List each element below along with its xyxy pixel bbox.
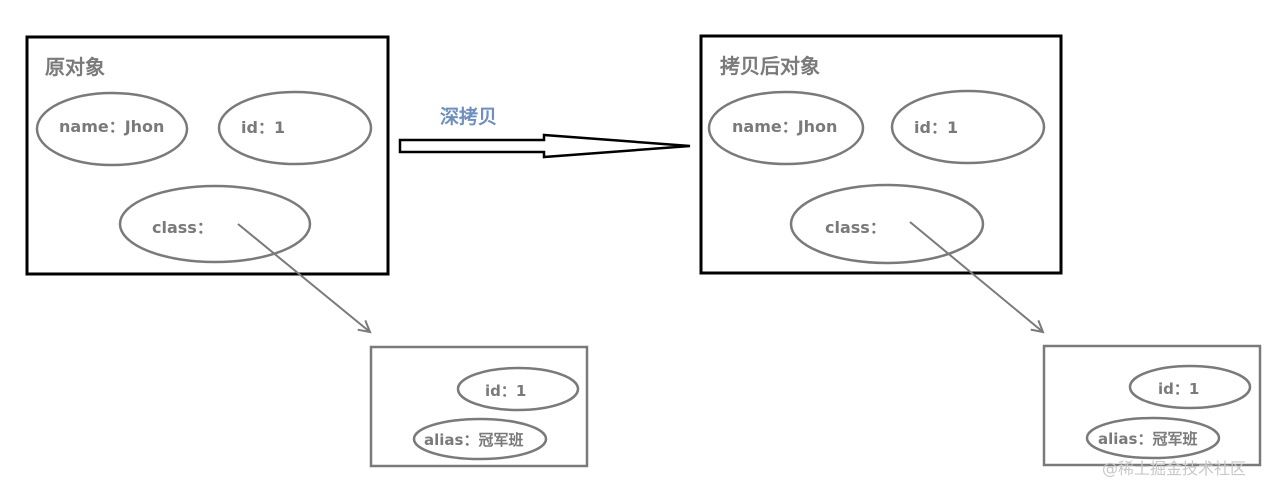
- original-object-box: 原对象 name：Jhon id：1 class：: [25, 35, 390, 276]
- deep-copy-arrow-icon: [398, 133, 691, 159]
- deep-copy-label: 深拷贝: [440, 105, 497, 128]
- original-class-id-field: id：1: [456, 366, 580, 412]
- copied-class-reference-arrow: [909, 221, 1043, 332]
- copied-class-label: class：: [825, 218, 886, 237]
- copied-name-label: name：Jhon: [732, 117, 837, 136]
- copied-class-object-box: id：1 alias：冠军班: [1042, 344, 1262, 467]
- original-class-id-label: id：1: [485, 382, 526, 400]
- original-class-object-box: id：1 alias：冠军班: [369, 345, 589, 468]
- copied-id-field: id：1: [890, 89, 1046, 165]
- copied-class-alias-label: alias：冠军班: [1098, 430, 1197, 448]
- watermark: @稀土掘金技术社区: [1102, 459, 1246, 478]
- copied-class-id-label: id：1: [1158, 380, 1199, 398]
- copied-object-title: 拷贝后对象: [720, 54, 820, 78]
- copied-object-box: 拷贝后对象 name：Jhon id：1 class：: [699, 34, 1063, 275]
- original-object-title: 原对象: [45, 55, 105, 79]
- copied-name-field: name：Jhon: [707, 90, 865, 166]
- original-class-reference-arrow: [237, 223, 370, 332]
- original-name-label: name：Jhon: [59, 117, 164, 136]
- copied-id-label: id：1: [914, 118, 958, 137]
- original-id-label: id：1: [241, 118, 285, 137]
- original-class-alias-field: alias：冠军班: [412, 417, 548, 461]
- original-class-alias-label: alias：冠军班: [424, 431, 523, 449]
- original-name-field: name：Jhon: [35, 91, 189, 167]
- original-class-label: class：: [152, 218, 213, 237]
- copied-class-id-field: id：1: [1128, 364, 1252, 410]
- copied-class-alias-field: alias：冠军班: [1085, 416, 1221, 460]
- copied-class-field: class：: [789, 183, 985, 265]
- original-class-field: class：: [118, 184, 312, 264]
- original-id-field: id：1: [217, 90, 373, 166]
